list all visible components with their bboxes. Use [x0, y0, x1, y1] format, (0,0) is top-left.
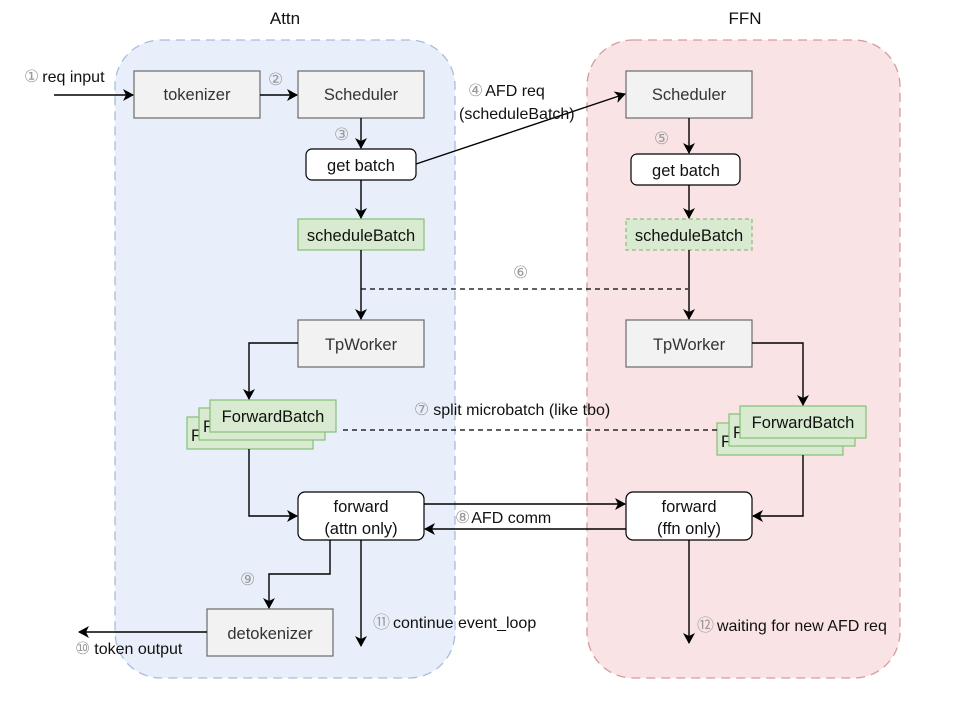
edge-ffn-forwardbatch-forward — [752, 455, 804, 522]
attn-tokenizer-label: tokenizer — [164, 86, 231, 104]
edge-ffn-tpworker-forwardbatch — [752, 342, 809, 406]
step-7-text: split microbatch (like tbo) — [433, 402, 610, 419]
step-1-text: req input — [42, 69, 105, 86]
attn-tokenizer-node[interactable]: tokenizer — [133, 70, 261, 119]
ffn-forward-batch-front — [739, 405, 867, 439]
attn-get-batch-node[interactable]: get batch — [305, 148, 417, 181]
attn-schedule-batch-label: scheduleBatch — [307, 227, 415, 245]
ffn-forward-label-2: (ffn only) — [657, 520, 721, 538]
step-4-number: ④ — [468, 81, 483, 100]
attn-forward-batch-front — [209, 399, 337, 433]
attn-forward-batch-middle-label: F — [203, 418, 213, 436]
ffn-schedule-batch-node[interactable]: scheduleBatch — [625, 218, 753, 251]
attn-forward-label-2: (attn only) — [324, 520, 397, 538]
attn-scheduler-node[interactable]: Scheduler — [297, 70, 425, 119]
ffn-scheduler-label: Scheduler — [652, 86, 727, 104]
step-8-number: ⑧ — [455, 508, 470, 527]
attn-schedule-batch-node[interactable]: scheduleBatch — [297, 218, 425, 251]
edge-attn-forwardbatch-forward — [248, 449, 298, 522]
step-10-number: ⑩ — [75, 639, 90, 658]
edge-afd-req — [415, 91, 626, 165]
attn-forward-label-1: forward — [333, 498, 388, 516]
ffn-forward-batch-middle-label: F — [733, 424, 743, 442]
attn-forward-batch-label: ForwardBatch — [222, 408, 325, 426]
step-3-number: ③ — [334, 125, 349, 144]
lane-title-ffn: FFN — [728, 9, 761, 28]
ffn-forward-batch-label: ForwardBatch — [752, 414, 855, 432]
ffn-forward-batch-back-label: F — [721, 433, 731, 451]
step-12-text: waiting for new AFD req — [716, 618, 887, 635]
attn-tpworker-node[interactable]: TpWorker — [297, 319, 425, 368]
ffn-forward-label-1: forward — [661, 498, 716, 516]
step-5-number: ⑤ — [654, 129, 669, 148]
step-2-number: ② — [268, 70, 283, 89]
edge-attn-tpworker-forwardbatch — [243, 342, 298, 400]
attn-forward-batch-stack[interactable]: F F ForwardBatch — [186, 399, 337, 450]
attn-detokenizer-label: detokenizer — [227, 625, 313, 643]
attn-get-batch-label: get batch — [327, 157, 395, 175]
attn-detokenizer-node[interactable]: detokenizer — [206, 608, 334, 657]
step-11-text: continue event_loop — [393, 615, 536, 632]
lane-title-attn: Attn — [270, 9, 300, 28]
ffn-scheduler-node[interactable]: Scheduler — [625, 70, 753, 119]
step-7-number: ⑦ — [414, 400, 429, 419]
step-4-text-2: (scheduleBatch) — [459, 106, 575, 123]
step-11-number: ⑪ — [373, 613, 390, 632]
ffn-get-batch-node[interactable]: get batch — [630, 153, 741, 186]
edge-forward-detokenizer — [263, 540, 331, 609]
ffn-forward-batch-stack[interactable]: F F ForwardBatch — [716, 405, 867, 456]
step-10-text: token output — [94, 641, 183, 658]
attn-scheduler-label: Scheduler — [324, 86, 399, 104]
step-6-number: ⑥ — [513, 263, 528, 282]
attn-forward-node[interactable]: forward (attn only) — [297, 491, 425, 541]
step-8-text: AFD comm — [471, 510, 551, 527]
step-1-number: ① — [24, 67, 39, 86]
ffn-tpworker-label: TpWorker — [653, 336, 726, 354]
attn-tpworker-label: TpWorker — [325, 336, 398, 354]
ffn-get-batch-label: get batch — [652, 162, 720, 180]
step-12-number: ⑫ — [697, 616, 714, 635]
ffn-tpworker-node[interactable]: TpWorker — [625, 319, 753, 368]
step-4-text: AFD req — [485, 83, 545, 100]
attn-forward-batch-back-label: F — [191, 427, 201, 445]
step-8-label: ⑧AFD comm — [455, 508, 551, 527]
step-9-number: ⑨ — [240, 570, 255, 589]
ffn-forward-node[interactable]: forward (ffn only) — [625, 491, 753, 541]
ffn-schedule-batch-label: scheduleBatch — [635, 227, 743, 245]
